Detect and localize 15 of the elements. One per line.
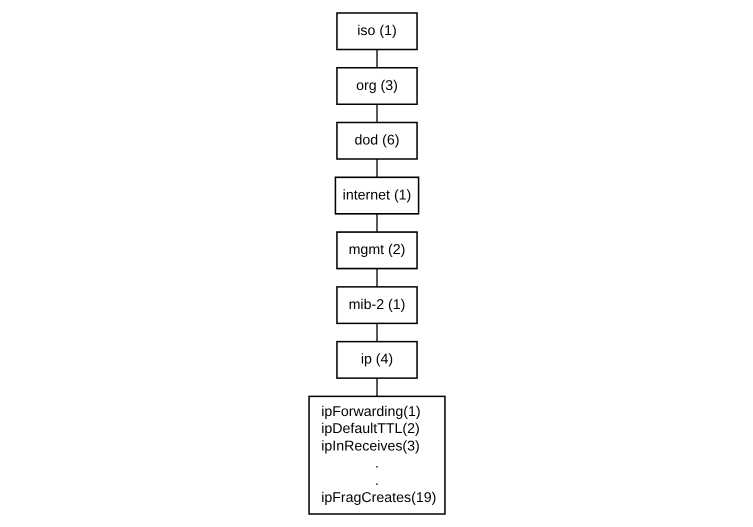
node-box: mib-2 (1)	[336, 286, 418, 324]
node-box: ip (4)	[336, 340, 418, 379]
node-box: mgmt (2)	[336, 231, 418, 270]
node-box: org (3)	[336, 67, 418, 106]
connector	[376, 324, 378, 342]
node-box: dod (6)	[336, 122, 418, 160]
node-box: internet (1)	[334, 176, 419, 215]
node-box: iso (1)	[336, 12, 418, 50]
connector	[376, 50, 378, 68]
connector	[376, 268, 378, 287]
connector	[376, 378, 378, 396]
connector	[376, 104, 378, 122]
connector	[376, 214, 378, 232]
connector	[376, 159, 378, 178]
node-box: ipForwarding(1) ipDefaultTTL(2) ipInReceives(3) . . ipFragCreates(19)	[308, 396, 446, 515]
